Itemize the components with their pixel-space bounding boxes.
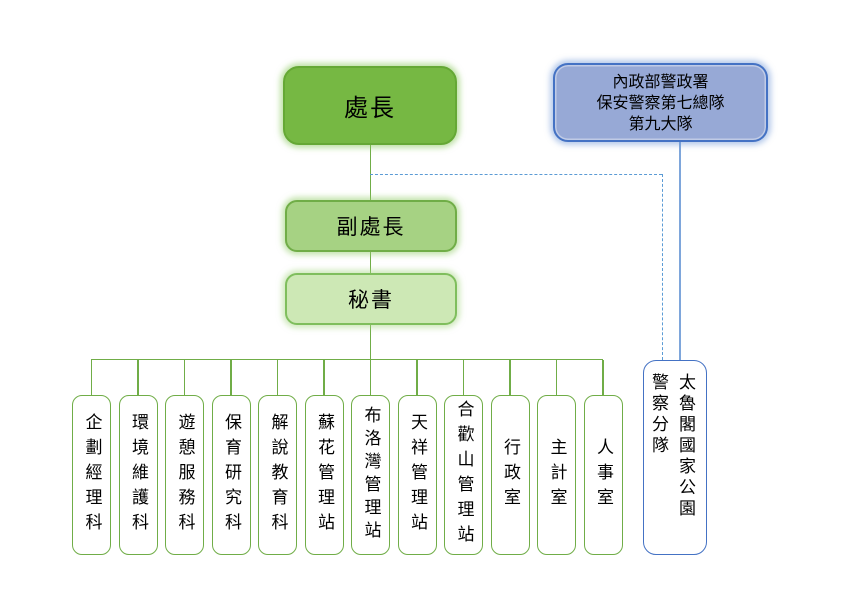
police-hq-line-1: 內政部警政署: [612, 72, 709, 91]
department-drop-line: [555, 360, 558, 395]
department-box: 主計室: [537, 395, 576, 555]
department-box: 遊憩服務科: [165, 395, 204, 555]
department-label: 解說教育科: [267, 412, 288, 538]
department-row: 企劃經理科 環境維護科 遊憩服務科 保育研究科 解說教育科: [72, 360, 623, 555]
secretary-label: 秘書: [348, 288, 394, 312]
secretary-box: 秘書: [285, 273, 457, 325]
department-drop-line: [183, 360, 186, 395]
connector-chief-deputy: [369, 145, 371, 200]
connector-deputy-secretary: [369, 252, 371, 273]
department-drop-line: [462, 360, 465, 395]
department-drop-line: [602, 360, 604, 395]
department-label: 布洛灣管理站: [360, 406, 381, 544]
department-drop-line: [90, 360, 93, 395]
department-drop-line: [230, 360, 232, 395]
department-label: 環境維護科: [128, 412, 148, 538]
dashed-coordination-line-vertical: [661, 174, 663, 360]
department-box: 蘇花管理站: [304, 395, 344, 555]
department-box: 環境維護科: [118, 395, 158, 555]
department-item: 人事室: [583, 360, 623, 555]
dashed-coordination-line-horizontal: [370, 174, 662, 175]
deputy-box: 副處長: [285, 200, 457, 252]
department-drop-line: [509, 360, 511, 395]
department-item: 企劃經理科: [72, 360, 111, 555]
department-drop-line: [369, 360, 372, 395]
department-label: 人事室: [593, 437, 613, 513]
police-hq-box: 內政部警政署 保安警察第七總隊 第九大隊: [553, 63, 768, 142]
department-item: 主計室: [537, 360, 576, 555]
department-item: 蘇花管理站: [304, 360, 344, 555]
department-label: 天祥管理站: [407, 412, 427, 538]
police-squad-column-1: 太魯閣國家公園: [675, 373, 695, 520]
police-squad-label: 太魯閣國家公園 警察分隊: [644, 361, 703, 554]
department-label: 保育研究科: [221, 412, 241, 538]
department-label: 企劃經理科: [81, 412, 102, 538]
police-squad-column-2: 警察分隊: [648, 373, 668, 457]
department-drop-line: [137, 360, 139, 395]
department-item: 保育研究科: [211, 360, 251, 555]
department-drop-line: [323, 360, 325, 395]
department-item: 遊憩服務科: [165, 360, 204, 555]
department-label: 行政室: [500, 437, 520, 513]
department-box: 天祥管理站: [397, 395, 437, 555]
department-item: 布洛灣管理站: [351, 360, 390, 555]
department-bus-line: [91, 358, 603, 360]
police-hq-line-3: 第九大隊: [628, 114, 693, 133]
department-box: 行政室: [490, 395, 530, 555]
chief-label: 處長: [344, 94, 396, 122]
department-label: 遊憩服務科: [174, 412, 195, 538]
department-label: 蘇花管理站: [314, 412, 334, 538]
chief-box: 處長: [283, 66, 457, 145]
department-item: 合歡山管理站: [444, 360, 483, 555]
police-hq-line-2: 保安警察第七總隊: [596, 93, 725, 112]
department-item: 行政室: [490, 360, 530, 555]
department-box: 人事室: [583, 395, 623, 555]
department-label: 合歡山管理站: [453, 400, 474, 550]
department-item: 環境維護科: [118, 360, 158, 555]
police-squad-box: 太魯閣國家公園 警察分隊: [643, 360, 707, 555]
department-box: 布洛灣管理站: [351, 395, 390, 555]
department-item: 天祥管理站: [397, 360, 437, 555]
department-box: 合歡山管理站: [444, 395, 483, 555]
department-box: 保育研究科: [211, 395, 251, 555]
department-box: 企劃經理科: [72, 395, 111, 555]
connector-secretary-bus: [369, 325, 371, 360]
department-label: 主計室: [546, 437, 567, 513]
deputy-label: 副處長: [336, 215, 406, 239]
department-box: 解說教育科: [258, 395, 297, 555]
connector-police-hq-squad: [679, 142, 681, 360]
department-drop-line: [276, 360, 279, 395]
department-item: 解說教育科: [258, 360, 297, 555]
department-drop-line: [416, 360, 418, 395]
